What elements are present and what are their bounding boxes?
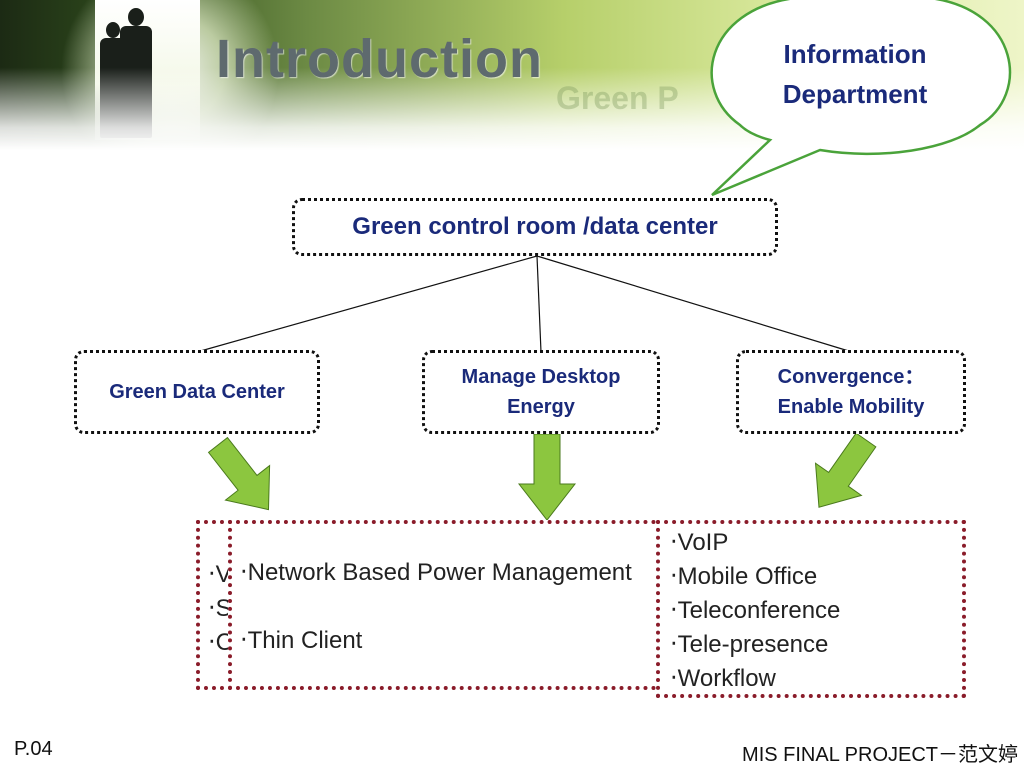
node-manage-desktop-energy: Manage Desktop Energy: [422, 350, 660, 434]
root-node-label: Green control room /data center: [352, 213, 718, 240]
connector-line-middle: [536, 255, 542, 353]
panel-left-list: ‧V ‧S ‧C: [208, 558, 230, 660]
connector-line-left: [196, 255, 538, 353]
panel-middle-border: [228, 520, 664, 690]
node-label-line-1: Green Data Center: [109, 380, 285, 403]
panel-middle-list: ‧Network Based Power Management ‧Thin Cl…: [240, 556, 660, 658]
root-node-box: Green control room /data center: [292, 198, 778, 256]
speech-bubble: [710, 0, 1012, 197]
list-item: ‧VoIP: [670, 529, 729, 556]
bubble-line-1: Information: [783, 39, 927, 69]
list-item: ‧S: [208, 595, 230, 622]
ghost-subtitle: Green P: [556, 80, 679, 116]
node-convergence: Convergence： Enable Mobility: [736, 350, 966, 434]
slide-title: Introduction: [216, 29, 543, 89]
node-label-line-1: Convergence：: [777, 366, 925, 388]
list-item: ‧Network Based Power Management: [240, 559, 632, 586]
list-item: [240, 590, 660, 624]
list-item: ‧C: [208, 629, 230, 656]
arrow-left: [207, 436, 271, 511]
arrow-middle: [517, 433, 577, 521]
bubble-line-2: Department: [782, 79, 928, 109]
node-label-line-2: Enable Mobility: [777, 396, 925, 418]
list-item: ‧Teleconference: [670, 597, 841, 624]
list-item: ‧Tele-presence: [670, 631, 829, 658]
list-item: ‧V: [208, 561, 230, 588]
bubble-text: Information Department: [735, 34, 975, 114]
panel-right-border: [656, 520, 966, 698]
node-label-line-2: Energy: [507, 396, 575, 418]
node-green-data-center: Green Data Center: [74, 350, 320, 434]
node-label-line-1: Manage Desktop: [461, 366, 621, 388]
page-number: P.04: [14, 738, 53, 760]
arrow-right: [814, 432, 877, 508]
list-item: ‧Mobile Office: [670, 563, 818, 590]
connector-line-right: [536, 255, 853, 353]
panel-right-list: ‧VoIP ‧Mobile Office ‧Teleconference ‧Te…: [670, 526, 840, 696]
project-footer: MIS FINAL PROJECT－范文婷: [742, 744, 1018, 766]
list-item: ‧Workflow: [670, 665, 776, 692]
list-item: ‧Thin Client: [240, 627, 363, 654]
